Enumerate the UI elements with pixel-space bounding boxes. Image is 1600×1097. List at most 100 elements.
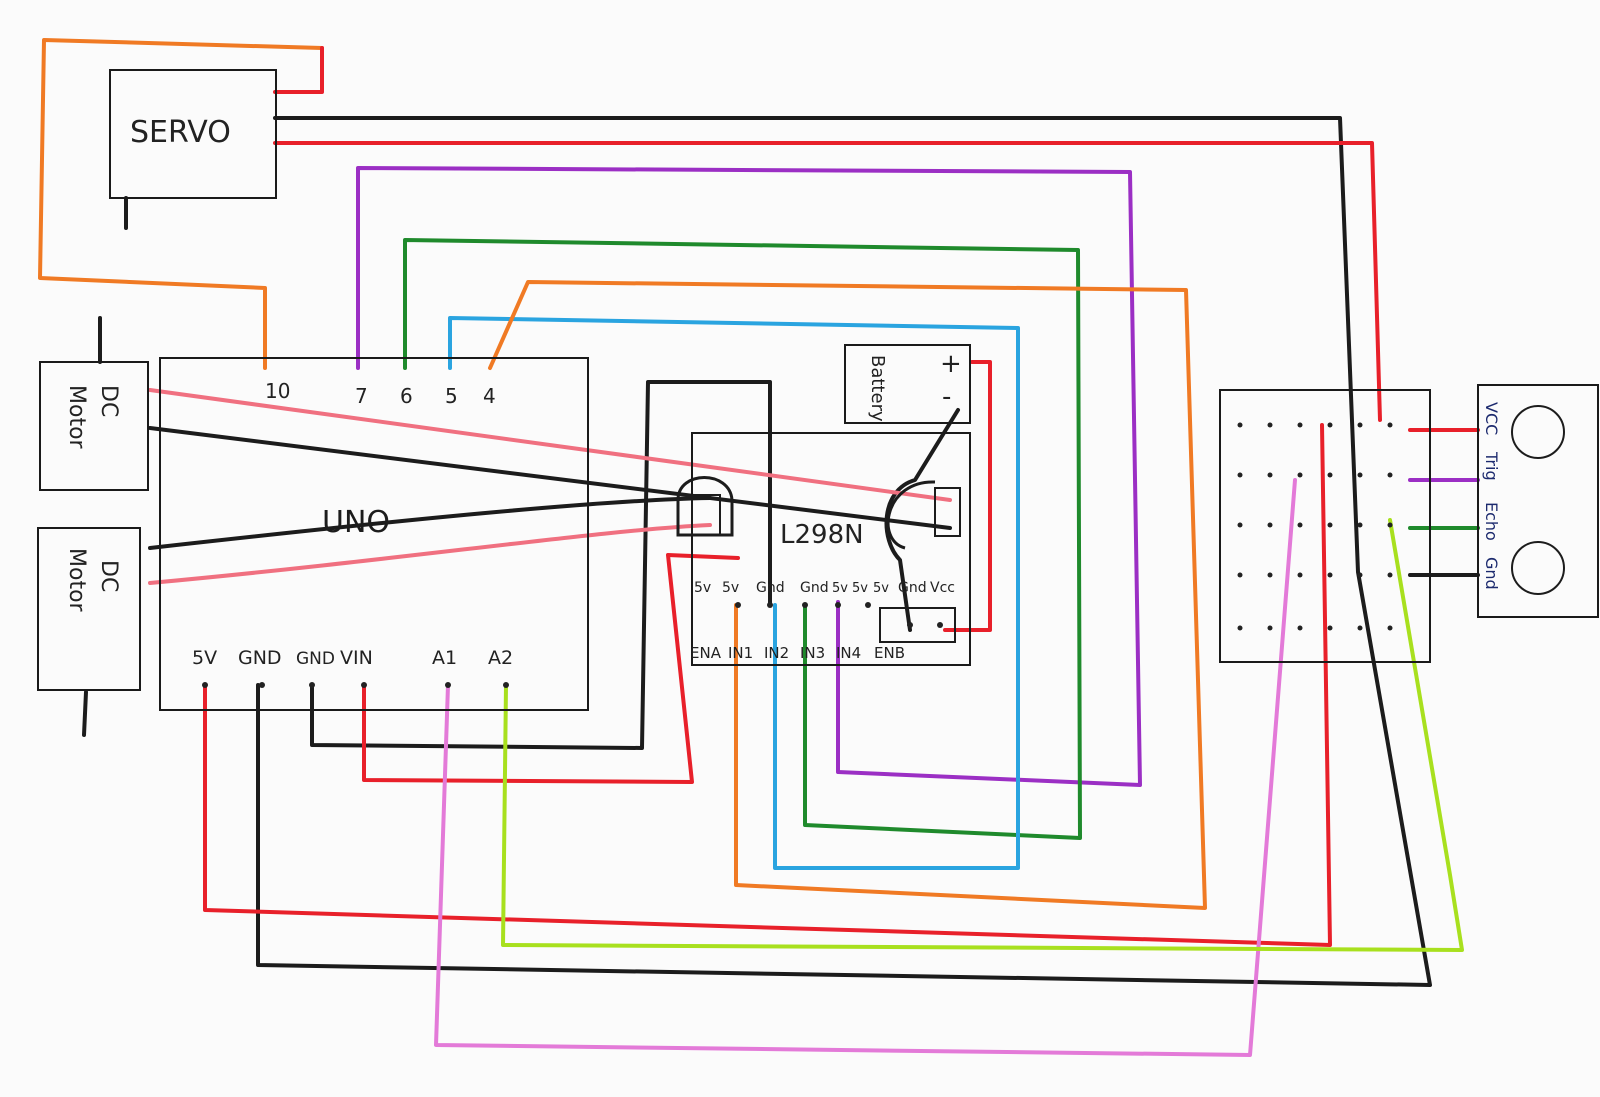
dc-motor-1: DC Motor <box>39 361 149 491</box>
breadboard-hole <box>1387 422 1393 428</box>
breadboard-hole <box>1327 522 1333 528</box>
uno-pin-6: 6 <box>400 384 413 408</box>
wire-servo-red-stub <box>273 46 324 94</box>
breadboard-hole <box>1297 422 1303 428</box>
battery-plus: + <box>940 349 962 379</box>
l298n-pin: Vcc <box>930 580 955 596</box>
breadboard-hole <box>1297 522 1303 528</box>
breadboard-hole <box>1327 625 1333 631</box>
dc-motor-2-label-2: Motor <box>64 548 89 613</box>
uno-pin-4: 4 <box>483 384 496 408</box>
l298n-top-pins: 5v 5v Gnd Gnd 5v 5v 5v Gnd Vcc <box>694 580 955 596</box>
l298n-pin-in3: IN3 <box>800 644 825 662</box>
l298n-dot <box>907 622 913 628</box>
arduino-uno: UNO 10 7 6 5 4 5V GND GND VIN A1 A2 <box>159 357 589 711</box>
uno-top-pins: 10 7 6 5 4 <box>265 379 496 408</box>
uno-pin-gnd-2: GND <box>296 649 335 669</box>
breadboard-hole <box>1387 625 1393 631</box>
breadboard-hole <box>1297 625 1303 631</box>
wire-servo-signal <box>38 38 324 370</box>
breadboard-hole <box>1237 522 1243 528</box>
wire-battery-minus <box>884 408 960 632</box>
dc-motor-2-label-1: DC <box>96 560 121 592</box>
l298n-pin-in1: IN1 <box>728 644 753 662</box>
l298n-pin: 5v <box>832 581 848 596</box>
sensor-transducer-top <box>1511 405 1565 459</box>
l298n-pin: 5v <box>694 580 711 596</box>
breadboard-hole <box>1237 572 1243 578</box>
uno-pin-dot <box>445 682 451 688</box>
sensor-pin-trig: Trig <box>1482 451 1501 481</box>
wire-pin5 <box>448 316 1020 870</box>
uno-pin-a1: A1 <box>432 647 457 669</box>
breadboard-hole <box>1297 472 1303 478</box>
uno-bottom-pins: 5V GND GND VIN A1 A2 <box>192 647 513 669</box>
breadboard-hole <box>1267 422 1273 428</box>
battery-box <box>844 344 971 424</box>
dc-motor-1-label-2: Motor <box>64 385 89 450</box>
uno-pin-dot <box>309 682 315 688</box>
dc-motor-2: DC Motor <box>37 527 141 691</box>
breadboard <box>1219 389 1431 663</box>
l298n-pin-in2: IN2 <box>764 644 789 662</box>
wire-servo-vcc <box>273 141 1382 422</box>
breadboard-hole <box>1357 625 1363 631</box>
breadboard-hole <box>1387 522 1393 528</box>
l298n-pin: Gnd <box>756 580 785 596</box>
l298n-dot <box>802 602 808 608</box>
l298n-pin: Gnd <box>800 580 829 596</box>
uno-pin-5v: 5V <box>192 647 217 669</box>
sensor-pin-vcc: VCC <box>1482 402 1501 435</box>
breadboard-hole <box>1357 422 1363 428</box>
uno-label: UNO <box>322 505 390 540</box>
l298n-pin: 5v <box>852 581 868 596</box>
l298n-dot <box>735 602 741 608</box>
sensor-pin-gnd: Gnd <box>1482 557 1501 590</box>
uno-pin-gnd-1: GND <box>238 647 282 669</box>
uno-pin-dot <box>361 682 367 688</box>
dc-motor-1-label-1: DC <box>96 385 121 417</box>
l298n-label: L298N <box>780 520 864 550</box>
wire-a2 <box>501 518 1464 952</box>
dc-motor-1-box <box>39 361 149 491</box>
l298n-dot <box>767 602 773 608</box>
wires <box>38 38 1480 1057</box>
uno-pin-vin: VIN <box>340 647 373 669</box>
sensor-pin-echo: Echo <box>1482 502 1501 541</box>
uno-pin-10: 10 <box>265 379 290 403</box>
breadboard-hole <box>1267 472 1273 478</box>
l298n-dot <box>835 602 841 608</box>
motor2-shaft <box>82 690 88 737</box>
servo-box <box>109 69 277 199</box>
battery-label: Battery <box>867 355 888 422</box>
wire-5v <box>203 423 1332 947</box>
l298n-terminal-right <box>934 487 961 537</box>
l298n-pin-dots <box>735 602 943 628</box>
l298n-heatsink-right <box>886 480 936 550</box>
sensor-box <box>1477 384 1599 618</box>
wire-motor1-red <box>148 388 952 502</box>
wire-a1 <box>434 478 1297 1057</box>
breadboard-hole <box>1327 572 1333 578</box>
wire-motor2-black <box>148 496 712 550</box>
wire-motor2-red <box>148 523 712 585</box>
dc-motor-2-box <box>37 527 141 691</box>
l298n-pin: 5v <box>722 580 739 596</box>
l298n-heatsink-left <box>676 476 734 537</box>
uno-pin-dot <box>259 682 265 688</box>
breadboard-hole <box>1327 472 1333 478</box>
breadboard-holes <box>1237 422 1393 631</box>
wire-pin4 <box>488 280 1207 910</box>
breadboard-hole <box>1357 472 1363 478</box>
uno-pin-7: 7 <box>355 384 368 408</box>
wire-servo-gnd <box>256 116 1432 987</box>
breadboard-hole <box>1357 572 1363 578</box>
wire-motor1-black <box>148 426 952 530</box>
l298n-pin-in4: IN4 <box>836 644 861 662</box>
l298n-bottom-pins: ENA IN1 IN2 IN3 IN4 ENB <box>690 644 905 662</box>
breadboard-hole <box>1387 472 1393 478</box>
wire-pin6 <box>403 238 1082 840</box>
l298n-dot <box>865 602 871 608</box>
breadboard-hole <box>1357 522 1363 528</box>
breadboard-hole <box>1327 422 1333 428</box>
